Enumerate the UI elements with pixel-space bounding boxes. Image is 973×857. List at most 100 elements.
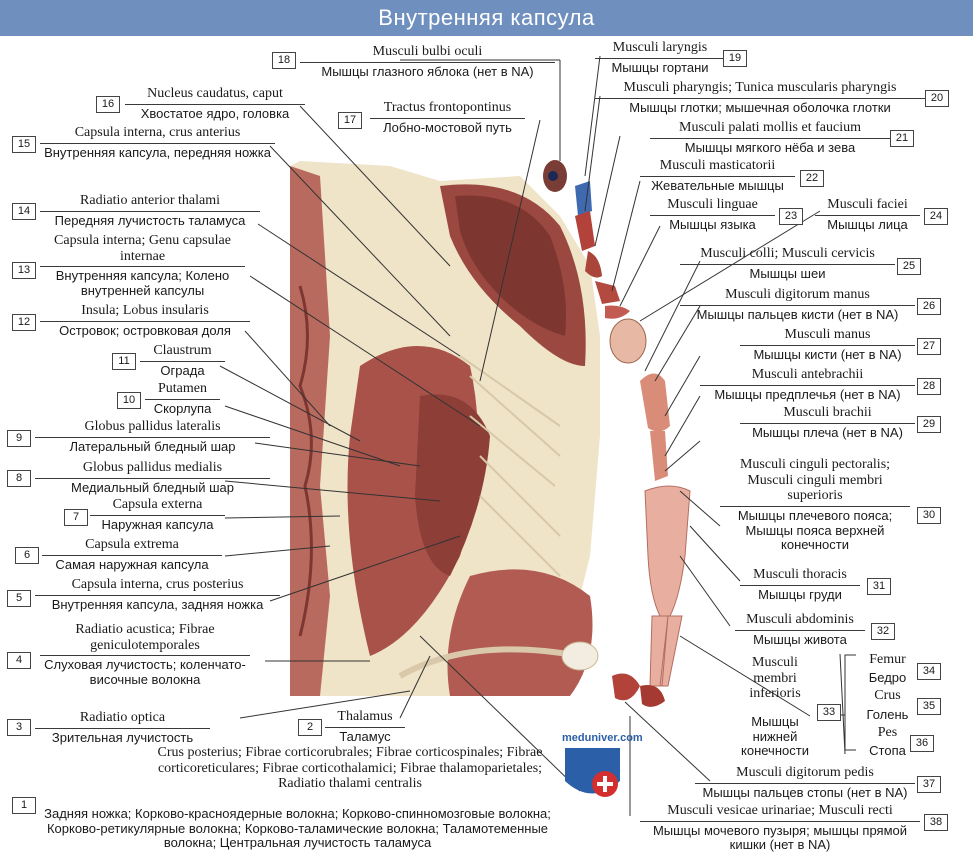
- label-number-36: 36: [910, 735, 934, 752]
- label-russian: Наружная капсула: [90, 514, 225, 533]
- label-latin: Insula; Lobus insularis: [81, 303, 209, 318]
- label-latin: Musculi palati mollis et faucium: [679, 120, 861, 135]
- label-russian: Хвостатое ядро, головка: [125, 103, 305, 122]
- label-russian: Слуховая лучистость; коленчато-височные …: [40, 655, 250, 687]
- label-russian: Мышцы плеча (нет в NA): [740, 422, 915, 441]
- label-number-16: 16: [96, 96, 120, 113]
- label-number-20: 20: [925, 90, 949, 107]
- label-number-28: 28: [917, 378, 941, 395]
- label-number-12: 12: [12, 314, 36, 331]
- label-latin: Radiatio optica: [79, 710, 166, 725]
- label-number-22: 22: [800, 170, 824, 187]
- label-number-6: 6: [15, 547, 39, 564]
- label-russian: Мышцы мягкого нёба и зева: [650, 137, 890, 156]
- label-russian: Внутренняя капсула; Колено внутренней ка…: [40, 266, 245, 298]
- label-20: Musculi pharyngis; Tunica muscularis pha…: [595, 80, 925, 115]
- label-number-32: 32: [871, 623, 895, 640]
- label-russian: Мышцы плечевого пояса; Мышцы пояса верхн…: [720, 506, 910, 553]
- label-latin: Capsula interna, crus anterius: [74, 125, 241, 140]
- page-title: Внутренняя капсула: [0, 0, 973, 36]
- label-latin: Claustrum: [153, 343, 212, 358]
- label-30: Musculi cinguli pectoralis; Musculi cing…: [720, 457, 910, 553]
- label-russian: Внутренняя капсула, передняя ножка: [40, 142, 275, 161]
- face-figure: [609, 318, 647, 364]
- watermark: meduniver.com: [562, 732, 643, 744]
- label-russian: Самая наружная капсула: [42, 554, 222, 573]
- label-russian: Мышцы пальцев стопы (нет в NA): [695, 782, 915, 801]
- label-russian: Ограда: [140, 360, 225, 379]
- label-russian: Мышцы кисти (нет в NA): [740, 344, 915, 363]
- label-number-21: 21: [890, 130, 914, 147]
- thalamus: [447, 569, 593, 696]
- label-latin: Musculi vesicae urinariae; Musculi recti: [667, 803, 893, 818]
- label-number-10: 10: [117, 392, 141, 409]
- label-36-ru: Стопа: [869, 743, 906, 758]
- label-number-37: 37: [917, 776, 941, 793]
- label-latin: Musculi colli; Musculi cervicis: [700, 246, 875, 261]
- label-latin: Musculi digitorum pedis: [736, 765, 874, 780]
- label-number-31: 31: [867, 578, 891, 595]
- label-number-15: 15: [12, 136, 36, 153]
- label-1-la: Crus posterius; Fibrae corticorubrales; …: [157, 745, 543, 792]
- label-russian: Жевательные мышцы: [640, 175, 795, 194]
- label-34-la: Femur: [869, 652, 906, 667]
- label-35-ru: Голень: [866, 707, 909, 722]
- label-latin: Musculi bulbi oculi: [372, 44, 483, 59]
- label-latin: Capsula interna, crus posterius: [71, 577, 244, 592]
- label-latin: Musculi faciei: [827, 197, 908, 212]
- label-number-29: 29: [917, 416, 941, 433]
- label-number-17: 17: [338, 112, 362, 129]
- label-latin: Musculi antebrachii: [751, 367, 864, 382]
- tongue-figure: [605, 305, 630, 319]
- label-number-13: 13: [12, 262, 36, 279]
- label-35-la: Crus: [874, 688, 901, 703]
- label-latin: Musculi cinguli pectoralis; Musculi cing…: [739, 457, 891, 504]
- label-number-25: 25: [897, 258, 921, 275]
- label-russian: Таламус: [325, 726, 405, 745]
- label-latin: Putamen: [158, 381, 207, 396]
- label-number-11: 11: [112, 353, 136, 370]
- label-latin: Musculi digitorum manus: [725, 287, 870, 302]
- label-russian: Мышцы гортани: [595, 57, 725, 76]
- palate-figure: [585, 251, 602, 278]
- jaw-figure: [595, 281, 620, 304]
- label-russian: Островок; островковая доля: [40, 320, 250, 339]
- label-number-8: 8: [7, 470, 31, 487]
- label-russian: Мышцы мочевого пузыря; мышцы прямой кишк…: [640, 820, 920, 853]
- label-latin: Musculi masticatorii: [659, 158, 776, 173]
- label-number-35: 35: [917, 698, 941, 715]
- label-number-14: 14: [12, 203, 36, 220]
- legs-figure: [649, 615, 683, 687]
- label-number-24: 24: [924, 208, 948, 225]
- label-latin: Musculi manus: [784, 327, 871, 342]
- label-russian: Скорлупа: [145, 398, 220, 417]
- label-number-34: 34: [917, 663, 941, 680]
- anatomy-illustration: [219, 55, 856, 816]
- globus-pallidus: [415, 394, 490, 576]
- label-latin: Radiatio acustica; Fibrae geniculotempor…: [75, 622, 215, 653]
- label-latin: Tractus frontopontinus: [383, 100, 512, 115]
- label-number-4: 4: [7, 652, 31, 669]
- label-number-23: 23: [779, 208, 803, 225]
- bladder-figure: [612, 673, 640, 701]
- leader-lines: [219, 55, 846, 816]
- label-russian: Мышцы живота: [735, 629, 865, 648]
- label-russian: Мышцы лица: [815, 214, 920, 233]
